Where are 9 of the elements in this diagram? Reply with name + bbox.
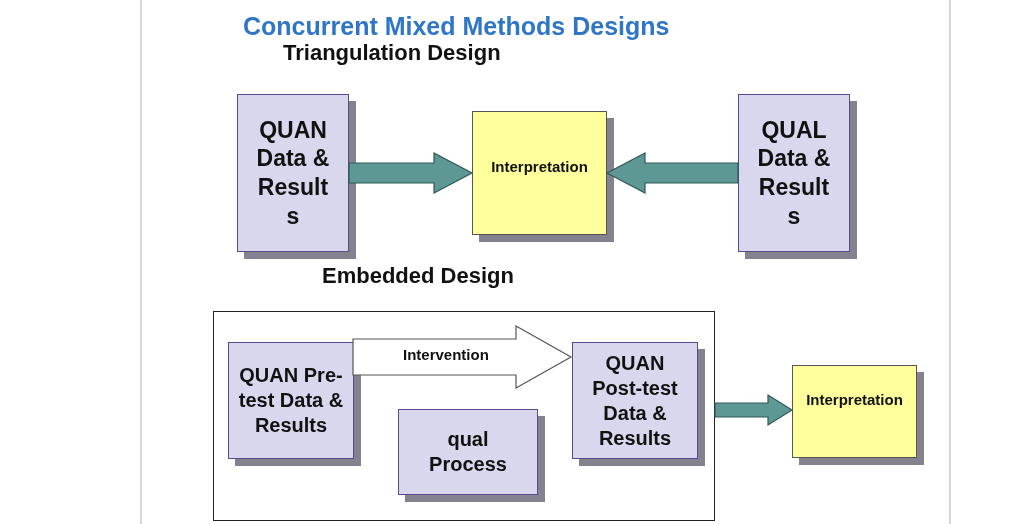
- block-arrow: [605, 152, 739, 194]
- edge-label: Intervention: [403, 346, 489, 363]
- block-arrow: [714, 393, 794, 427]
- group-frame: [213, 311, 715, 521]
- title: Concurrent Mixed Methods Designs: [243, 12, 670, 41]
- block-arrow: [348, 152, 474, 194]
- section-heading: Embedded Design: [322, 263, 514, 289]
- section-heading: Triangulation Design: [283, 40, 501, 66]
- block-arrow: [352, 324, 573, 390]
